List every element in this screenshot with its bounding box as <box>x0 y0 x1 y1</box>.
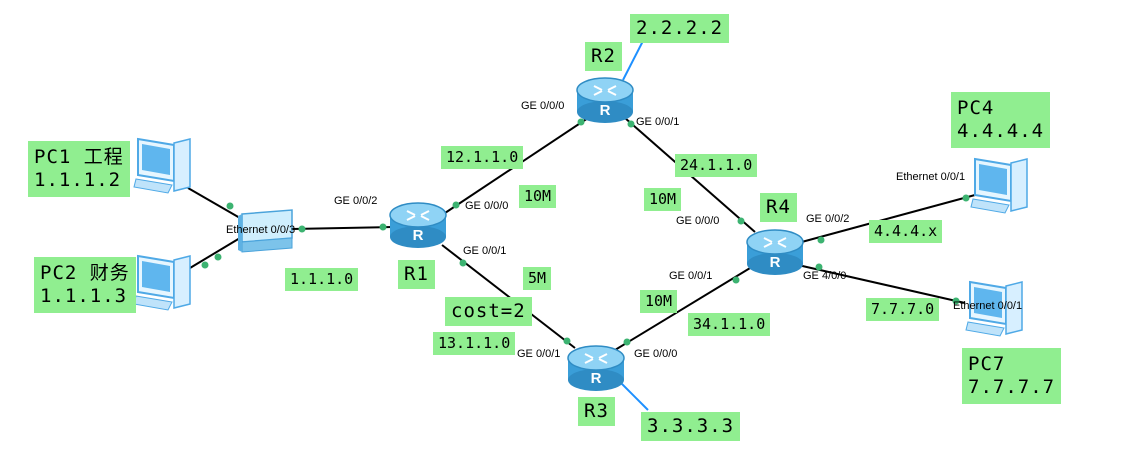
svg-text:R: R <box>591 370 602 387</box>
pc-label-pc7: PC7 7.7.7.7 <box>962 348 1062 404</box>
port-dot <box>815 263 823 271</box>
pc-pc2[interactable] <box>128 252 196 314</box>
bandwidth-label-r1-r2: 10M <box>519 185 557 208</box>
port-label-r4-ge000: GE 0/0/0 <box>676 215 720 227</box>
port-label-r1-ge001: GE 0/0/1 <box>463 245 507 257</box>
port-label-pc7-eth: Ethernet 0/0/1 <box>953 300 1023 312</box>
port-dot <box>459 259 467 267</box>
port-dot <box>201 261 209 269</box>
link-r3-loopback <box>617 379 649 411</box>
network-label-r4-pc4: 4.4.4.x <box>869 220 943 243</box>
port-label-r3-ge001: GE 0/0/1 <box>517 348 561 360</box>
link-switch-r1 <box>291 223 393 233</box>
link-r4-pc4 <box>797 194 976 244</box>
loopback-label-r2: 2.2.2.2 <box>630 14 730 43</box>
pc-pc1[interactable] <box>128 135 196 197</box>
router-label-r1: R1 <box>398 260 435 289</box>
network-label-r4-pc7: 7.7.7.0 <box>866 298 940 321</box>
link-r1-r3 <box>441 244 576 349</box>
link-pc1-switch <box>187 187 241 219</box>
port-dot <box>623 338 631 346</box>
port-label-r4-ge001: GE 0/0/1 <box>669 270 713 282</box>
port-label-r1-ge002: GE 0/0/2 <box>334 195 378 207</box>
loopback-label-r3: 3.3.3.3 <box>641 412 741 441</box>
link-pc2-switch <box>189 237 241 269</box>
pc-label-pc4: PC4 4.4.4.4 <box>951 92 1051 148</box>
port-dot <box>627 120 635 128</box>
port-label-r1-ge000: GE 0/0/0 <box>465 200 509 212</box>
svg-text:R: R <box>413 227 424 244</box>
port-dot <box>298 225 306 233</box>
pc-label-pc1: PC1 工程 1.1.1.2 <box>28 141 130 197</box>
port-dot <box>962 194 970 202</box>
port-dot <box>817 236 825 244</box>
router-r4[interactable]: R <box>745 222 805 278</box>
port-dot <box>952 297 960 305</box>
port-dot <box>563 337 571 345</box>
port-dot <box>737 217 745 225</box>
port-dot <box>577 118 585 126</box>
link-r4-pc7 <box>797 263 966 305</box>
port-dot <box>732 276 740 284</box>
bandwidth-label-r2-r4: 10M <box>644 188 682 211</box>
pc-pc7[interactable] <box>960 278 1028 340</box>
router-label-r4: R4 <box>760 193 797 222</box>
port-dot <box>214 253 222 261</box>
router-r1[interactable]: R <box>388 195 448 251</box>
router-label-r3: R3 <box>578 397 615 426</box>
link-r3-r4 <box>614 261 761 351</box>
network-label-r1-r3: 13.1.1.0 <box>433 332 516 355</box>
pc-pc4[interactable] <box>965 155 1033 217</box>
network-label-r1-r2: 12.1.1.0 <box>441 146 524 169</box>
port-label-r2-ge000: GE 0/0/0 <box>521 100 565 112</box>
pc-label-pc2: PC2 财务 1.1.1.3 <box>34 257 136 313</box>
network-label-r3-r4: 34.1.1.0 <box>688 313 771 336</box>
router-label-r2: R2 <box>585 42 622 71</box>
port-label-switch-eth: Ethernet 0/0/3 <box>226 224 296 236</box>
port-dot <box>379 223 387 231</box>
svg-text:R: R <box>770 254 781 271</box>
port-dot <box>452 201 460 209</box>
link-r2-loopback <box>622 36 646 81</box>
port-dot <box>226 202 234 210</box>
network-label-r2-r4: 24.1.1.0 <box>675 154 758 177</box>
port-label-r3-ge000: GE 0/0/0 <box>634 348 678 360</box>
port-label-pc4-eth: Ethernet 0/0/1 <box>896 171 966 183</box>
port-label-r2-ge001: GE 0/0/1 <box>636 116 680 128</box>
port-label-r4-ge400: GE 4/0/0 <box>803 270 847 282</box>
switch-lsw[interactable] <box>236 208 296 254</box>
bandwidth-label-r3-r4: 10M <box>640 290 678 313</box>
bandwidth-label-r1-r3: 5M <box>523 267 552 290</box>
port-label-r4-ge002: GE 0/0/2 <box>806 213 850 225</box>
router-r3[interactable]: R <box>566 338 626 394</box>
cost-label-r1-r3: cost=2 <box>445 297 532 326</box>
network-label-lan1: 1.1.1.0 <box>285 268 359 291</box>
router-r2[interactable]: R <box>575 70 635 126</box>
svg-text:R: R <box>600 102 611 119</box>
